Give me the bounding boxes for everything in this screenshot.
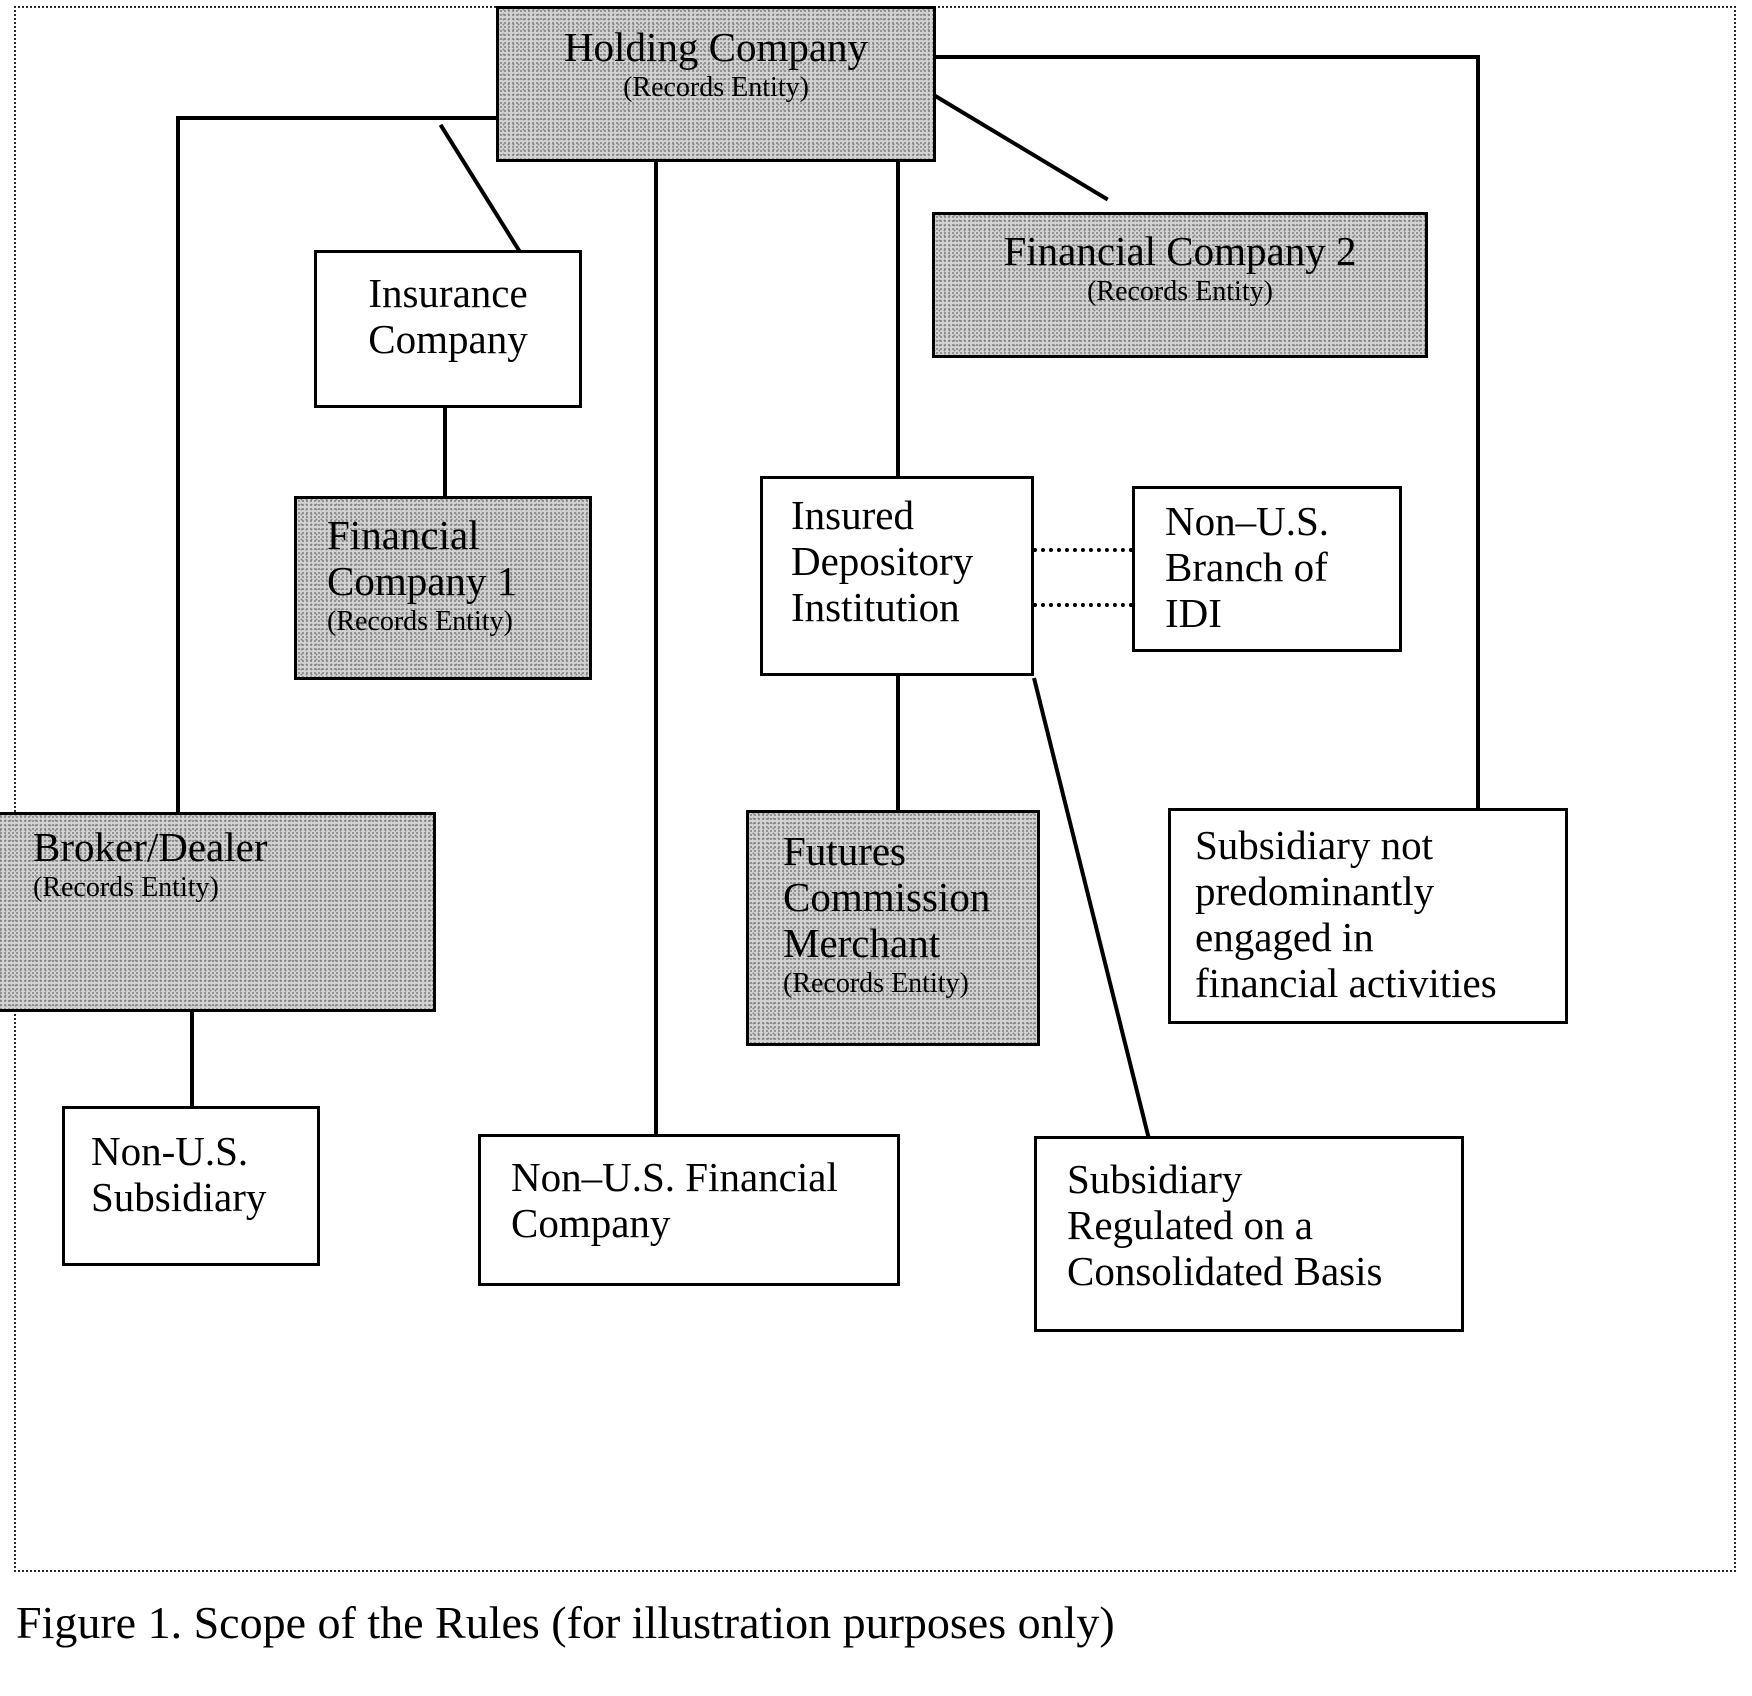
non-us-branch-line-2: Branch of bbox=[1165, 543, 1328, 590]
subsidiary-np-line-3: engaged in bbox=[1195, 913, 1374, 960]
edge-holding-to-idi bbox=[896, 160, 900, 480]
fcm-line-3: Merchant bbox=[783, 919, 941, 966]
node-holding-company[interactable]: Holding Company (Records Entity) bbox=[496, 6, 936, 162]
financial-company-2-records-entity: (Records Entity) bbox=[1087, 275, 1273, 307]
edge-broker-to-nonus-subsidiary bbox=[190, 1010, 194, 1108]
fcm-line-2: Commission bbox=[783, 873, 991, 920]
financial-company-1-line-2: Company 1 bbox=[327, 557, 518, 604]
broker-dealer-records-entity: (Records Entity) bbox=[33, 871, 219, 903]
non-us-branch-line-3: IDI bbox=[1165, 589, 1222, 636]
node-insured-depository-institution[interactable]: Insured Depository Institution bbox=[760, 476, 1034, 676]
subsidiary-regulated-line-2: Regulated on a bbox=[1067, 1201, 1313, 1248]
node-subsidiary-not-predominantly-financial[interactable]: Subsidiary not predominantly engaged in … bbox=[1168, 808, 1568, 1024]
node-subsidiary-regulated-consolidated[interactable]: Subsidiary Regulated on a Consolidated B… bbox=[1034, 1136, 1464, 1332]
idi-line-2: Depository bbox=[791, 537, 974, 584]
node-futures-commission-merchant[interactable]: Futures Commission Merchant (Records Ent… bbox=[746, 810, 1040, 1046]
non-us-branch-line-1: Non–U.S. bbox=[1165, 498, 1330, 544]
subsidiary-regulated-line-3: Consolidated Basis bbox=[1067, 1247, 1383, 1294]
edge-idi-to-fcm bbox=[896, 676, 900, 810]
fcm-line-1: Futures bbox=[783, 828, 906, 874]
non-us-subsidiary-line-2: Subsidiary bbox=[91, 1173, 267, 1220]
broker-dealer-title: Broker/Dealer bbox=[33, 824, 268, 870]
non-us-financial-company-line-1: Non–U.S. Financial bbox=[511, 1154, 838, 1200]
subsidiary-np-line-2: predominantly bbox=[1195, 867, 1435, 914]
idi-line-1: Insured bbox=[791, 492, 914, 538]
fcm-records-entity: (Records Entity) bbox=[783, 967, 969, 999]
node-non-us-branch-of-idi[interactable]: Non–U.S. Branch of IDI bbox=[1132, 486, 1402, 652]
holding-company-records-entity: (Records Entity) bbox=[623, 71, 809, 103]
figure-caption: Figure 1. Scope of the Rules (for illust… bbox=[16, 1597, 1115, 1648]
non-us-financial-company-line-2: Company bbox=[511, 1199, 671, 1246]
subsidiary-regulated-line-1: Subsidiary bbox=[1067, 1156, 1243, 1202]
node-non-us-financial-company[interactable]: Non–U.S. Financial Company bbox=[478, 1134, 900, 1286]
edge-holding-to-broker-horizontal bbox=[176, 116, 498, 120]
holding-company-title: Holding Company bbox=[563, 24, 869, 70]
financial-company-1-line-1: Financial bbox=[327, 512, 480, 558]
non-us-subsidiary-line-1: Non-U.S. bbox=[91, 1128, 249, 1174]
node-financial-company-1[interactable]: Financial Company 1 (Records Entity) bbox=[294, 496, 592, 680]
edge-holding-to-nonus-financial bbox=[654, 160, 658, 1136]
edge-holding-to-broker-vertical bbox=[176, 116, 180, 816]
edge-holding-to-subsidiary-np-vertical bbox=[1476, 55, 1480, 810]
financial-company-2-title: Financial Company 2 bbox=[1003, 228, 1357, 274]
node-insurance-company[interactable]: Insurance Company bbox=[314, 250, 582, 408]
node-financial-company-2[interactable]: Financial Company 2 (Records Entity) bbox=[932, 212, 1428, 358]
financial-company-1-records-entity: (Records Entity) bbox=[327, 605, 513, 637]
node-non-us-subsidiary[interactable]: Non-U.S. Subsidiary bbox=[62, 1106, 320, 1266]
edge-idi-to-branch-dotted-upper bbox=[1033, 548, 1133, 552]
insurance-company-line-2: Company bbox=[368, 315, 528, 362]
edge-holding-to-subsidiary-np-horizontal bbox=[934, 55, 1480, 59]
subsidiary-np-line-4: financial activities bbox=[1195, 959, 1497, 1006]
insurance-company-line-1: Insurance bbox=[368, 270, 528, 316]
node-broker-dealer[interactable]: Broker/Dealer (Records Entity) bbox=[0, 812, 436, 1012]
subsidiary-np-line-1: Subsidiary not bbox=[1195, 822, 1434, 868]
edge-idi-to-branch-dotted-lower bbox=[1033, 603, 1133, 607]
edge-insurance-to-financial-company-1 bbox=[443, 406, 447, 498]
idi-line-3: Institution bbox=[791, 583, 960, 630]
